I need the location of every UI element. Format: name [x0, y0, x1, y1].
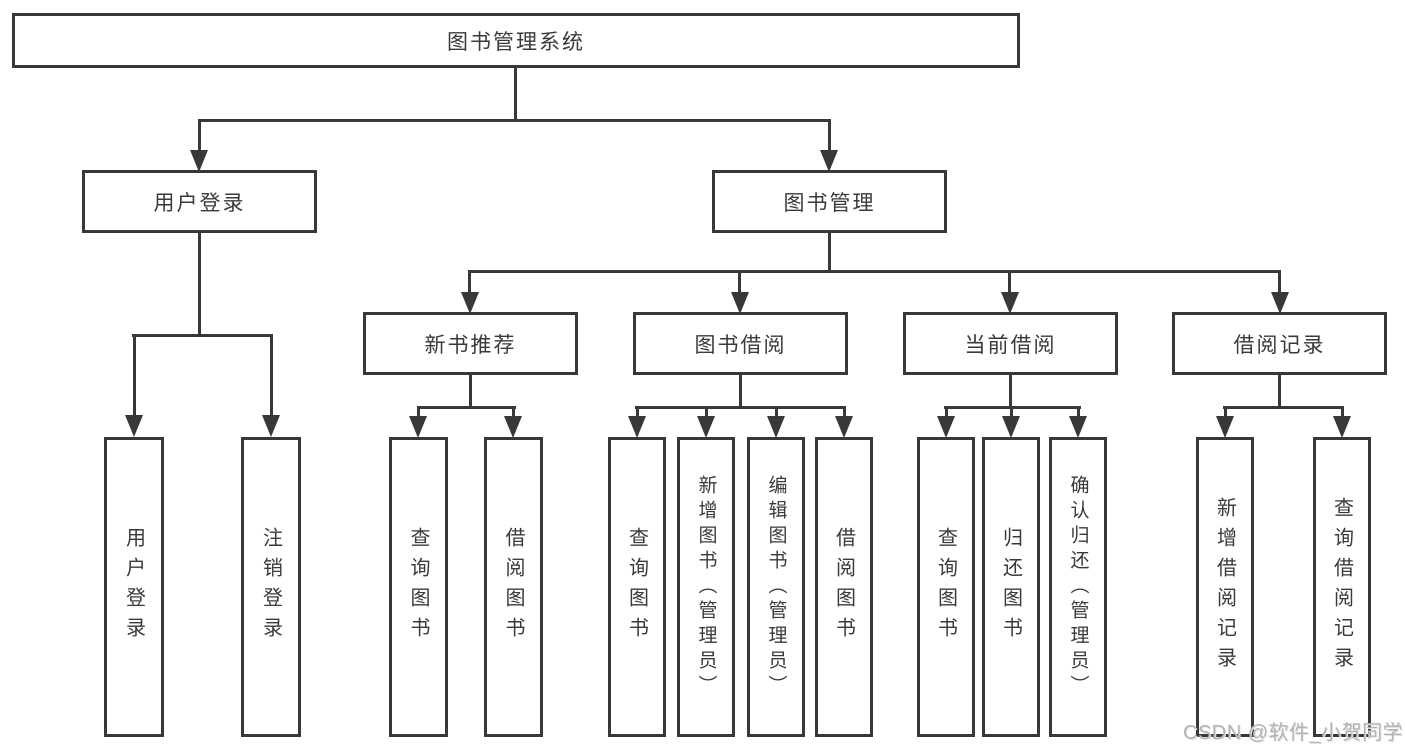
- connector-user-login-stem: [198, 231, 201, 336]
- connector-recommend-stem: [469, 373, 472, 409]
- arrow-down-icon: [1333, 416, 1351, 438]
- leaf-logout-login: 注销登录: [241, 437, 301, 737]
- leaf-borrow-books: 借阅图书: [815, 437, 873, 737]
- connector-borrow-drop-1: [636, 406, 639, 420]
- connector-records-drop-1: [1224, 406, 1227, 420]
- arrow-down-icon: [628, 416, 646, 438]
- arrow-down-icon: [190, 150, 208, 172]
- connector-borrow-drop-4: [843, 406, 846, 420]
- connector-current-drop-3: [1077, 406, 1080, 420]
- connector-book-mgmt-drop-1: [468, 270, 471, 296]
- connector-current-drop-1: [945, 406, 948, 420]
- connector-recommend-drop-1: [417, 406, 420, 420]
- arrow-down-icon: [820, 150, 838, 172]
- arrow-down-icon: [937, 416, 955, 438]
- connector-current-drop-2: [1010, 406, 1013, 420]
- leaf-query-books-borrow: 查询图书: [608, 437, 666, 737]
- connector-root-drop-left: [198, 119, 201, 153]
- arrow-down-icon: [835, 416, 853, 438]
- connector-borrow-drop-2: [705, 406, 708, 420]
- node-book-management: 图书管理: [712, 170, 947, 233]
- connector-borrow-stem: [739, 373, 742, 409]
- arrow-down-icon: [1069, 416, 1087, 438]
- connector-user-login-drop-1: [133, 334, 136, 418]
- node-book-management-system: 图书管理系统: [12, 13, 1020, 68]
- node-user-login: 用户登录: [82, 170, 317, 233]
- node-new-book-recommend: 新书推荐: [363, 312, 578, 375]
- arrow-down-icon: [461, 292, 479, 314]
- connector-records-drop-2: [1341, 406, 1344, 420]
- leaf-confirm-return-admin: 确认归还（管理员）: [1049, 437, 1107, 737]
- arrow-down-icon: [409, 416, 427, 438]
- node-current-borrow: 当前借阅: [903, 312, 1118, 375]
- connector-current-stem: [1009, 373, 1012, 409]
- connector-borrow-branch: [635, 406, 846, 409]
- connector-book-mgmt-drop-2: [738, 270, 741, 296]
- arrow-down-icon: [504, 416, 522, 438]
- connector-book-mgmt-drop-4: [1278, 270, 1281, 296]
- connector-book-mgmt-drop-3: [1008, 270, 1011, 296]
- connector-records-stem: [1278, 373, 1281, 409]
- arrow-down-icon: [262, 415, 280, 437]
- connector-recommend-branch: [417, 406, 516, 409]
- connector-book-mgmt-stem: [828, 231, 831, 273]
- connector-user-login-branch: [132, 334, 273, 337]
- leaf-user-login: 用户登录: [104, 437, 164, 737]
- arrow-down-icon: [731, 292, 749, 314]
- connector-user-login-drop-2: [270, 334, 273, 418]
- connector-records-branch: [1223, 406, 1344, 409]
- leaf-return-books: 归还图书: [982, 437, 1040, 737]
- connector-borrow-drop-3: [775, 406, 778, 420]
- connector-recommend-drop-2: [512, 406, 515, 420]
- leaf-add-book-admin: 新增图书（管理员）: [677, 437, 735, 737]
- connector-book-mgmt-branch: [468, 270, 1281, 273]
- node-borrow-records: 借阅记录: [1172, 312, 1387, 375]
- arrow-down-icon: [1002, 416, 1020, 438]
- leaf-borrow-books-recommend: 借阅图书: [484, 437, 543, 737]
- node-book-borrow: 图书借阅: [633, 312, 848, 375]
- csdn-watermark: CSDN @软件_小贺同学: [1183, 722, 1404, 744]
- leaf-query-borrow-record: 查询借阅记录: [1313, 437, 1371, 737]
- leaf-edit-book-admin: 编辑图书（管理员）: [747, 437, 805, 737]
- arrow-down-icon: [125, 415, 143, 437]
- arrow-down-icon: [1216, 416, 1234, 438]
- arrow-down-icon: [1001, 292, 1019, 314]
- connector-root-branch: [198, 119, 831, 122]
- leaf-query-books-recommend: 查询图书: [389, 437, 448, 737]
- arrow-down-icon: [697, 416, 715, 438]
- connector-root-stem: [514, 66, 517, 121]
- connector-root-drop-right: [828, 119, 831, 153]
- leaf-query-books-current: 查询图书: [917, 437, 975, 737]
- arrow-down-icon: [767, 416, 785, 438]
- leaf-add-borrow-record: 新增借阅记录: [1196, 437, 1254, 737]
- arrow-down-icon: [1271, 292, 1289, 314]
